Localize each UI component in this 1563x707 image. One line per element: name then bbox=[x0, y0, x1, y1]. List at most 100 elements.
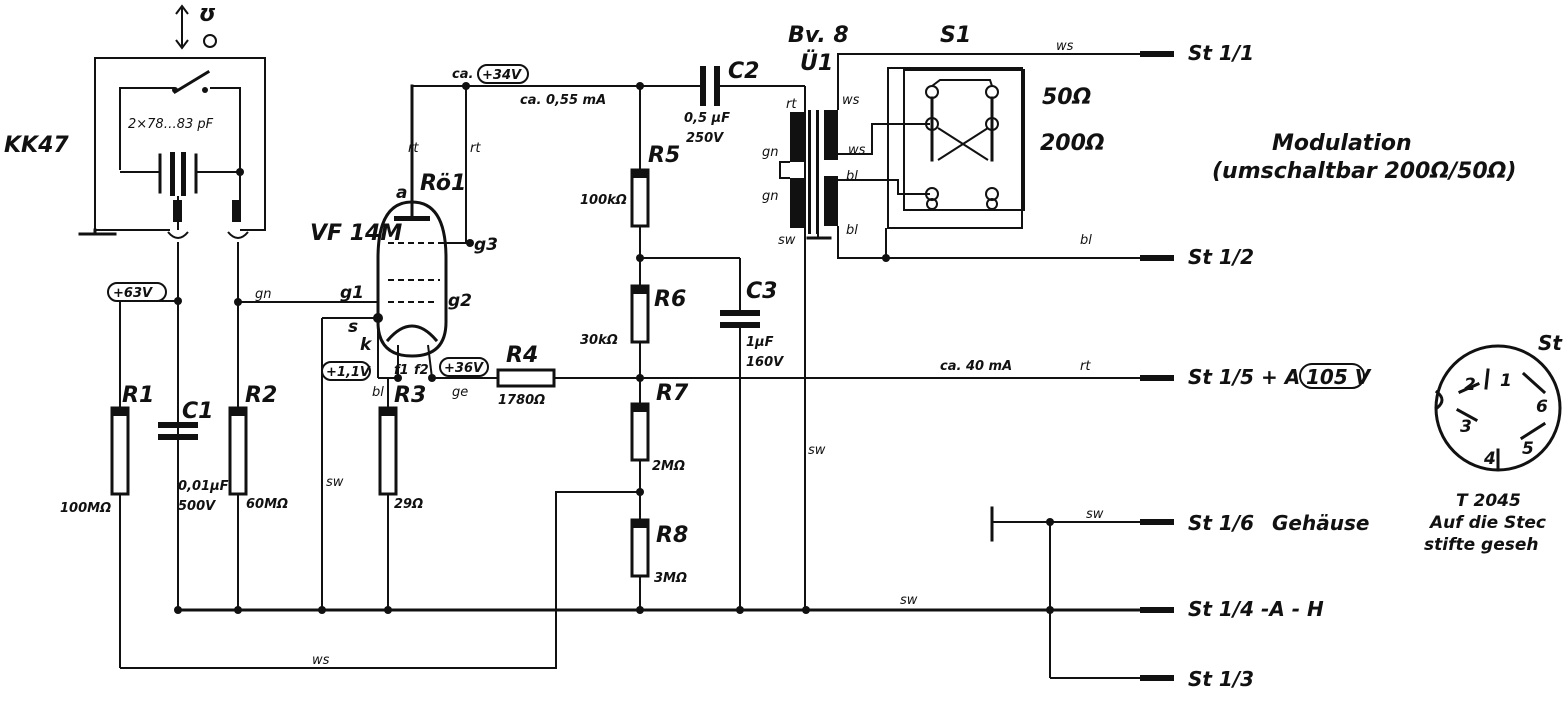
c2-value2: 250V bbox=[686, 131, 724, 146]
pin-s: s bbox=[348, 317, 358, 337]
modulation-switch-label: (umschaltbar 200Ω/50Ω) bbox=[1212, 159, 1516, 184]
conn-pin-6: 6 bbox=[1536, 397, 1548, 417]
modulation-label: Modulation bbox=[1272, 131, 1412, 156]
wire-rt-g2: rt bbox=[470, 141, 481, 156]
r4-label: R4 bbox=[506, 343, 538, 368]
transformer-u1: sw Bv. 8 Ü1 rt gn gn sw ws ws bl bl bbox=[762, 23, 866, 610]
switch-s1: ws bl S1 50Ω 200Ω bbox=[837, 23, 1140, 262]
v11-label: +1,1V bbox=[326, 365, 371, 380]
pin-g3: g3 bbox=[474, 235, 498, 255]
svg-text:ʊ: ʊ bbox=[199, 1, 217, 26]
output-pins: St 1/1 St 1/2 St 1/5 + A 105 V sw St 1/6… bbox=[990, 41, 1516, 691]
r8-label: R8 bbox=[656, 523, 688, 548]
gehaeuse-label: Gehäuse bbox=[1272, 511, 1369, 535]
supply-line: +36V ge R4 1780Ω ca. 40 mA rt sw +1,1V b… bbox=[321, 317, 1140, 610]
current-055: ca. 0,55 mA bbox=[520, 93, 606, 108]
wire-rt-anode: rt bbox=[408, 141, 419, 156]
kk47-label: KK47 bbox=[4, 133, 69, 158]
v63-label: +63V bbox=[113, 286, 153, 301]
pin-st14: St 1/4 -A - H bbox=[1188, 597, 1324, 621]
wire-gn-trafo2: gn bbox=[762, 189, 779, 204]
r6-label: R6 bbox=[654, 287, 686, 312]
ohm200-label: 200Ω bbox=[1040, 131, 1105, 156]
bv8-label: Bv. 8 bbox=[788, 23, 849, 48]
wire-sw-bus: sw bbox=[900, 593, 918, 608]
r7-label: R7 bbox=[656, 381, 689, 406]
pin-st16: St 1/6 bbox=[1188, 511, 1254, 535]
left-branches: +63V R1 100MΩ C1 0,01µF 500V R2 60MΩ gn bbox=[60, 242, 378, 668]
r1-value: 100MΩ bbox=[60, 501, 111, 516]
v34-prefix: ca. bbox=[452, 67, 473, 82]
wire-gn-trafo1: gn bbox=[762, 145, 779, 160]
wire-sw-trafo2: sw bbox=[778, 233, 796, 248]
wire-bl-trafo1: bl bbox=[846, 169, 858, 184]
pin-g1: g1 bbox=[340, 283, 364, 303]
tube-ref-label: Rö1 bbox=[420, 171, 466, 196]
pin-st15: St 1/5 + A bbox=[1188, 365, 1300, 389]
pin-k: k bbox=[360, 335, 373, 355]
pin-f2: f2 bbox=[414, 363, 429, 378]
capsule-kk47: ʊ 2×78…83 pF KK47 bbox=[4, 1, 266, 239]
connector-t2045: 1 2 3 4 5 6 St T 2045 Auf die Stec stift… bbox=[1424, 331, 1563, 555]
c3-value2: 160V bbox=[746, 355, 784, 370]
c1-label: C1 bbox=[182, 399, 213, 424]
conn-pin-2: 2 bbox=[1464, 375, 1476, 395]
conn-pin-4: 4 bbox=[1483, 449, 1496, 469]
c2-value1: 0,5 µF bbox=[684, 111, 730, 126]
wire-sw-cathode: sw bbox=[326, 475, 344, 490]
r3-value: 29Ω bbox=[394, 497, 423, 512]
wire-ws-return: ws bbox=[312, 653, 330, 668]
top-rail: rt rt ca. +34V ca. 0,55 mA C2 0,5 µF 250… bbox=[408, 59, 805, 290]
pin-st12: St 1/2 bbox=[1188, 245, 1254, 269]
c1-value1: 0,01µF bbox=[178, 479, 229, 494]
c3-value1: 1µF bbox=[746, 335, 774, 350]
r1-label: R1 bbox=[122, 383, 154, 408]
conn-pin-3: 3 bbox=[1460, 417, 1472, 437]
wire-ge: ge bbox=[452, 385, 468, 400]
wire-ws-trafo1: ws bbox=[842, 93, 860, 108]
c3-label: C3 bbox=[746, 279, 777, 304]
v36-label: +36V bbox=[444, 361, 484, 376]
conn-st-label: St bbox=[1538, 331, 1563, 355]
r8-value: 3MΩ bbox=[654, 571, 687, 586]
r7-value: 2MΩ bbox=[652, 459, 685, 474]
wire-ws-top: ws bbox=[1056, 39, 1074, 54]
tube-type-label: VF 14M bbox=[310, 221, 402, 246]
tube-vf14m: VF 14M Rö1 a g3 g1 g2 s k f1 f2 bbox=[310, 84, 498, 382]
wire-bl-bottom: bl bbox=[1080, 233, 1092, 248]
cap-top-value: 2×78…83 pF bbox=[128, 117, 214, 132]
v105-label: 105 V bbox=[1306, 365, 1372, 389]
ground-bus: sw ws bbox=[120, 491, 1142, 669]
conn-pin-5: 5 bbox=[1522, 439, 1534, 459]
current-40: ca. 40 mA bbox=[940, 359, 1012, 374]
v34-label: +34V bbox=[482, 68, 522, 83]
wire-gn-grid: gn bbox=[255, 287, 272, 302]
r6-value: 30kΩ bbox=[580, 333, 618, 348]
wire-ws-trafo2: ws bbox=[848, 143, 866, 158]
t2045-label: T 2045 bbox=[1456, 491, 1521, 511]
wire-rt-supply: rt bbox=[1080, 359, 1091, 374]
c1-value2: 500V bbox=[178, 499, 216, 514]
pin-a: a bbox=[396, 183, 407, 203]
c2-label: C2 bbox=[728, 59, 759, 84]
pin-f1: f1 bbox=[394, 363, 409, 378]
conn-pin-1: 1 bbox=[1500, 371, 1512, 391]
ohm50-label: 50Ω bbox=[1042, 85, 1091, 110]
wire-bl-cathode: bl bbox=[372, 385, 384, 400]
pin-st11: St 1/1 bbox=[1188, 41, 1254, 65]
r2-value: 60MΩ bbox=[246, 497, 288, 512]
pin-st13: St 1/3 bbox=[1188, 667, 1254, 691]
s1-label: S1 bbox=[940, 23, 971, 48]
wire-sw-trafo: sw bbox=[808, 443, 826, 458]
r4-value: 1780Ω bbox=[498, 393, 545, 408]
wire-bl-trafo2: bl bbox=[846, 223, 858, 238]
r2-label: R2 bbox=[245, 383, 277, 408]
divider-column: R5 100kΩ R6 30kΩ R7 2MΩ R8 3MΩ C3 1µF 16… bbox=[580, 82, 784, 614]
r3-label: R3 bbox=[394, 383, 426, 408]
r5-value: 100kΩ bbox=[580, 193, 627, 208]
u1-label: Ü1 bbox=[800, 50, 833, 76]
conn-note-1: Auf die Stec bbox=[1428, 513, 1546, 533]
pin-g2: g2 bbox=[448, 291, 472, 311]
r5-label: R5 bbox=[648, 143, 680, 168]
